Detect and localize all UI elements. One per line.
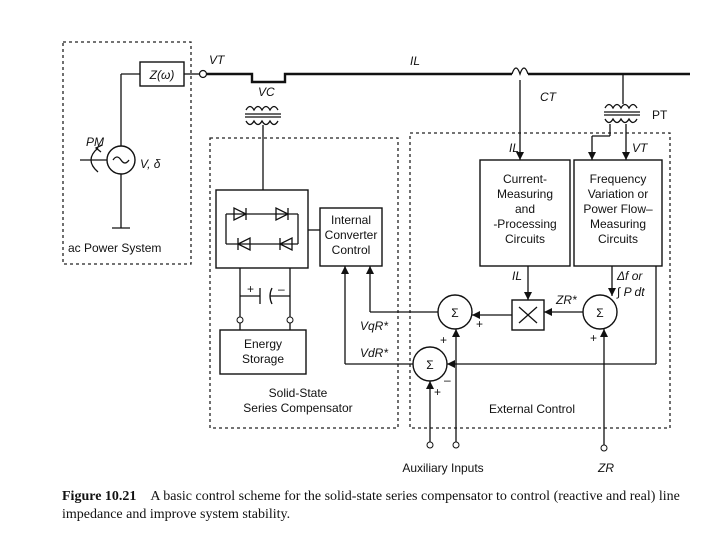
control-scheme-diagram: Z(ω) PM V, δ ac Power System VT IL CT VC… xyxy=(62,41,690,475)
internal-converter-control-text: Internal Converter Control xyxy=(325,213,378,257)
il-mult-label: IL xyxy=(512,269,522,283)
minus-sign: – xyxy=(444,373,451,387)
vc-label: VC xyxy=(258,85,275,99)
sigma-symbol: Σ xyxy=(451,306,458,320)
int-p-dt-label: ∫ P dt xyxy=(616,285,645,299)
external-control-boundary xyxy=(409,132,671,429)
v-delta-label: V, δ xyxy=(140,157,161,171)
svg-text:Control: Control xyxy=(332,243,371,257)
aux-input-terminal xyxy=(452,441,460,449)
pm-label: PM xyxy=(86,135,104,149)
zr-star-label: ZR* xyxy=(555,293,577,307)
z-omega-label: Z(ω) xyxy=(149,68,175,82)
caption-text: A basic control scheme for the solid-sta… xyxy=(62,489,680,522)
zr-input-terminal xyxy=(600,444,608,452)
plus-sign: + xyxy=(590,331,597,345)
svg-text:Current-: Current- xyxy=(503,172,547,186)
series-transformer-secondary-icon xyxy=(245,119,279,126)
compensator-label: Solid-State Series Compensator xyxy=(243,386,352,415)
plus-sign: + xyxy=(434,385,441,399)
current-measuring-text: Current- Measuring and -Processing Circu… xyxy=(493,172,556,246)
sigma-symbol: Σ xyxy=(426,358,433,372)
arrow-head xyxy=(341,266,349,274)
current-measuring-block xyxy=(479,159,571,267)
svg-text:Variation or: Variation or xyxy=(588,187,648,201)
terminal xyxy=(236,316,244,324)
arrow-head xyxy=(426,381,434,389)
vt-terminal xyxy=(198,69,208,79)
ac-power-system-label: ac Power System xyxy=(68,241,161,255)
plus-sign: + xyxy=(440,333,447,347)
series-transformer-primary-icon xyxy=(245,105,279,112)
arrow-head xyxy=(524,292,532,300)
auxiliary-inputs-label: Auxiliary Inputs xyxy=(402,461,483,475)
svg-text:Converter: Converter xyxy=(325,228,378,242)
svg-text:Power Flow–: Power Flow– xyxy=(583,202,653,216)
svg-text:Circuits: Circuits xyxy=(505,232,545,246)
arrow-head xyxy=(588,152,596,160)
svg-text:Energy: Energy xyxy=(244,337,282,351)
plus-sign: + xyxy=(247,282,254,296)
svg-text:and: and xyxy=(515,202,535,216)
svg-text:Storage: Storage xyxy=(242,352,284,366)
svg-text:Solid-State: Solid-State xyxy=(269,386,328,400)
rotation-arrow-icon xyxy=(90,144,103,173)
energy-storage-block xyxy=(219,329,307,375)
svg-text:Frequency: Frequency xyxy=(590,172,647,186)
svg-text:Circuits: Circuits xyxy=(598,232,638,246)
pt-secondary-icon xyxy=(604,117,638,124)
il-top-label: IL xyxy=(410,54,420,68)
figure-number: Figure 10.21 xyxy=(62,489,137,504)
external-control-label: External Control xyxy=(489,402,575,416)
multiply-icon xyxy=(518,306,538,324)
svg-text:-Processing: -Processing xyxy=(493,217,556,231)
energy-storage-text: Energy Storage xyxy=(242,337,284,366)
aux-input-terminal xyxy=(426,441,434,449)
arrow-head xyxy=(622,152,630,160)
arrow-head xyxy=(544,308,552,316)
plus-sign: + xyxy=(476,317,483,331)
vt-top-label: VT xyxy=(209,53,226,67)
arrow-head xyxy=(608,288,616,296)
compensator-boundary xyxy=(209,137,399,429)
ac-power-system-boundary xyxy=(62,41,192,265)
thyristor-bridge-icon xyxy=(225,206,299,252)
vqr-label: VqR* xyxy=(360,319,388,333)
ct-coil-icon xyxy=(511,67,529,77)
sine-wave-icon xyxy=(112,156,130,164)
arrow-head xyxy=(516,152,524,160)
capacitor-plate xyxy=(269,287,273,305)
arrow-head xyxy=(452,329,460,337)
vt-pt-label: VT xyxy=(632,141,649,155)
svg-text:Measuring: Measuring xyxy=(590,217,646,231)
frequency-variation-text: Frequency Variation or Power Flow– Measu… xyxy=(583,172,653,246)
zr-input-label: ZR xyxy=(597,461,614,475)
svg-text:Measuring: Measuring xyxy=(497,187,553,201)
delta-f-label: Δf or xyxy=(616,269,643,283)
pt-label: PT xyxy=(652,108,668,122)
converter-block xyxy=(215,189,309,269)
frequency-variation-block xyxy=(573,159,663,267)
svg-text:Internal: Internal xyxy=(331,213,371,227)
ct-label: CT xyxy=(540,90,558,104)
internal-converter-control-block xyxy=(319,207,383,267)
arrow-head xyxy=(600,329,608,337)
arrow-head xyxy=(447,360,455,368)
transmission-line xyxy=(207,72,512,84)
vdr-label: VdR* xyxy=(360,346,388,360)
pt-primary-icon xyxy=(604,103,638,110)
terminal xyxy=(286,316,294,324)
sigma-symbol: Σ xyxy=(596,306,603,320)
il-ct-label: IL xyxy=(509,141,519,155)
arrow-head xyxy=(366,266,374,274)
arrow-head xyxy=(472,311,480,319)
minus-sign: – xyxy=(278,282,285,296)
svg-text:Series Compensator: Series Compensator xyxy=(243,401,352,415)
